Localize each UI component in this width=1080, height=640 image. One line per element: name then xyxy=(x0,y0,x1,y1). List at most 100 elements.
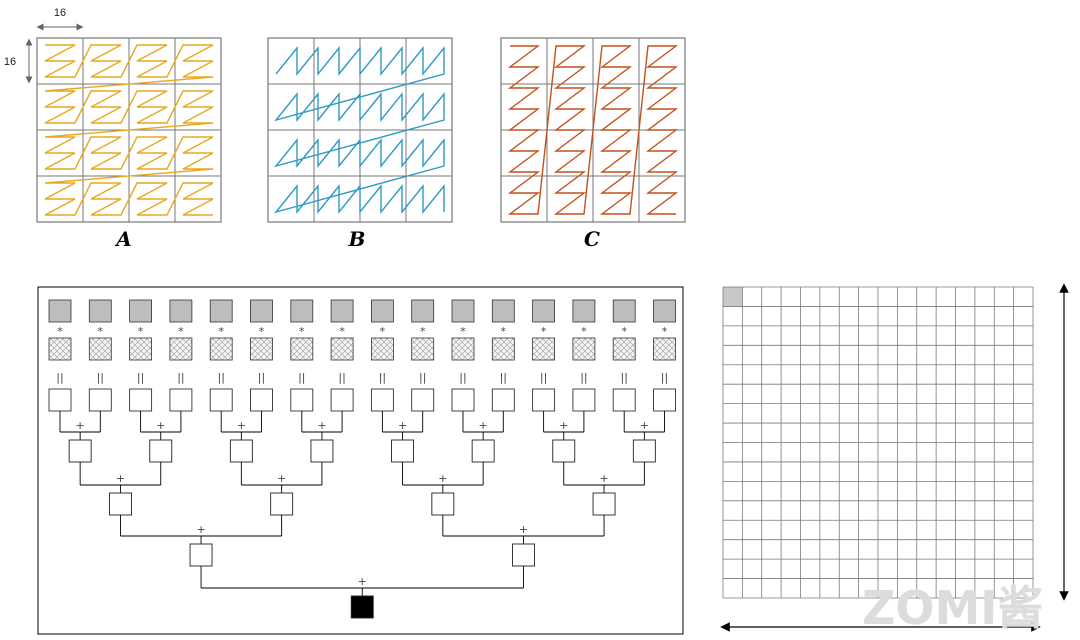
input-a-square xyxy=(572,299,596,323)
product-square xyxy=(290,388,314,412)
input-b-square xyxy=(290,337,314,361)
traversal-grid-a xyxy=(36,37,222,223)
input-b-square xyxy=(209,337,233,361)
multiply-symbol: * xyxy=(460,325,466,338)
product-square xyxy=(48,388,72,412)
input-a-square xyxy=(370,299,394,323)
sum-square xyxy=(189,543,213,567)
equals-symbol: || xyxy=(338,371,345,384)
add-symbol: + xyxy=(640,419,649,432)
add-symbol: + xyxy=(479,419,488,432)
traversal-path-c xyxy=(507,45,679,215)
input-b-square xyxy=(88,337,112,361)
multiply-symbol: * xyxy=(178,325,184,338)
add-symbol: + xyxy=(237,419,246,432)
sum-square xyxy=(108,492,132,516)
equals-symbol: || xyxy=(500,371,507,384)
add-symbol: + xyxy=(277,472,286,485)
product-square xyxy=(169,388,193,412)
equals-symbol: || xyxy=(620,371,627,384)
sum-square xyxy=(68,439,92,463)
input-a-square xyxy=(411,299,435,323)
equals-symbol: || xyxy=(298,371,305,384)
input-b-square xyxy=(451,337,475,361)
sum-square xyxy=(471,439,495,463)
result-square xyxy=(350,595,374,619)
equals-symbol: || xyxy=(580,371,587,384)
input-a-square xyxy=(491,299,515,323)
add-symbol: + xyxy=(559,419,568,432)
traversal-grid-c xyxy=(500,37,686,223)
equals-symbol: || xyxy=(258,371,265,384)
multiply-symbol: * xyxy=(420,325,426,338)
multiply-symbol: * xyxy=(218,325,224,338)
equals-symbol: || xyxy=(661,371,668,384)
input-b-square xyxy=(411,337,435,361)
sum-square xyxy=(229,439,253,463)
multiply-symbol: * xyxy=(581,325,587,338)
sum-square xyxy=(431,492,455,516)
equals-symbol: || xyxy=(419,371,426,384)
product-square xyxy=(370,388,394,412)
reduction-tree: * || * || * || * || * || * || * || * || * || * || * || * || * || *… xyxy=(48,299,676,619)
equals-symbol: || xyxy=(379,371,386,384)
equals-symbol: || xyxy=(137,371,144,384)
multiply-symbol: * xyxy=(57,325,63,338)
equals-symbol: || xyxy=(56,371,63,384)
multiply-symbol: * xyxy=(380,325,386,338)
caption-c: C xyxy=(584,227,600,251)
add-symbol: + xyxy=(519,523,528,536)
add-symbol: + xyxy=(358,575,367,588)
product-square xyxy=(532,388,556,412)
input-b-square xyxy=(330,337,354,361)
multiply-symbol: * xyxy=(501,325,507,338)
multiply-symbol: * xyxy=(662,325,668,338)
multiply-symbol: * xyxy=(339,325,345,338)
input-b-square xyxy=(491,337,515,361)
equals-symbol: || xyxy=(217,371,224,384)
input-a-square xyxy=(532,299,555,323)
multiply-symbol: * xyxy=(138,325,144,338)
height-label: 16 xyxy=(4,56,16,68)
equals-symbol: || xyxy=(459,371,466,384)
input-b-square xyxy=(48,337,72,361)
input-b-square xyxy=(532,337,555,361)
input-a-square xyxy=(451,299,475,323)
sum-square xyxy=(310,439,334,463)
multiply-symbol: * xyxy=(541,325,547,338)
product-square xyxy=(88,388,112,412)
input-a-square xyxy=(612,299,636,323)
input-a-square xyxy=(653,299,676,323)
multiply-symbol: * xyxy=(299,325,305,338)
caption-b: B xyxy=(348,227,366,251)
input-b-square xyxy=(612,337,636,361)
sum-square xyxy=(592,492,616,516)
input-a-square xyxy=(290,299,314,323)
input-b-square xyxy=(250,337,273,361)
add-symbol: + xyxy=(116,472,125,485)
add-symbol: + xyxy=(317,419,326,432)
add-symbol: + xyxy=(76,419,85,432)
product-square xyxy=(572,388,596,412)
input-b-square xyxy=(572,337,596,361)
product-square xyxy=(451,388,475,412)
sum-square xyxy=(270,492,294,516)
equals-symbol: || xyxy=(177,371,184,384)
traversal-path-a xyxy=(44,44,214,216)
equals-symbol: || xyxy=(97,371,104,384)
input-a-square xyxy=(209,299,233,323)
input-a-square xyxy=(48,299,72,323)
add-symbol: + xyxy=(156,419,165,432)
product-square xyxy=(330,388,354,412)
product-square xyxy=(250,388,273,412)
add-symbol: + xyxy=(196,523,205,536)
product-square xyxy=(491,388,515,412)
multiply-symbol: * xyxy=(98,325,104,338)
product-square xyxy=(129,388,153,412)
watermark: ZOMI酱 xyxy=(862,581,1043,635)
add-symbol: + xyxy=(398,419,407,432)
sum-square xyxy=(149,439,173,463)
sum-square xyxy=(391,439,414,463)
input-a-square xyxy=(330,299,354,323)
